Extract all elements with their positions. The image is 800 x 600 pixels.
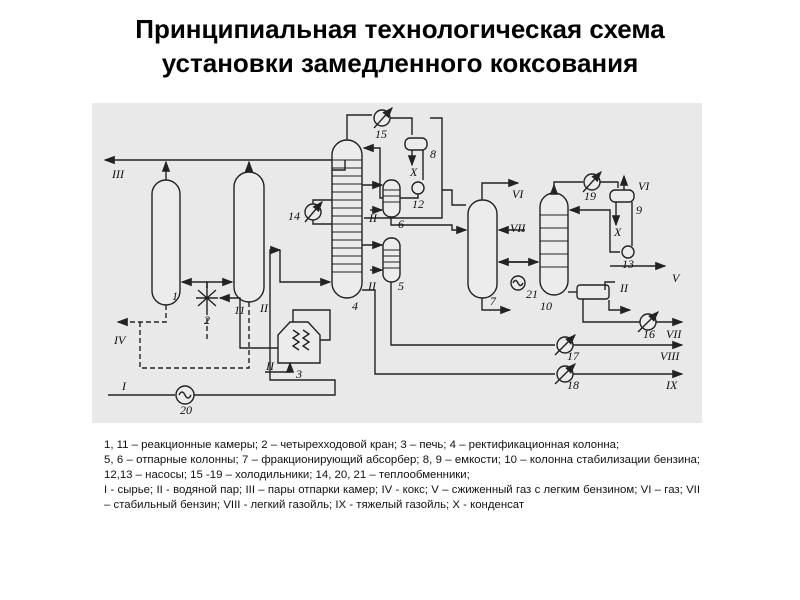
label-V: V	[672, 271, 681, 285]
label-VII-product: VII	[666, 327, 682, 341]
label-X-vessel9: X	[613, 225, 622, 239]
reaction-chamber-11	[233, 171, 265, 303]
label-II-valve: II	[259, 301, 269, 315]
label-11: 11	[234, 303, 245, 317]
four-way-valve-icon	[196, 286, 218, 310]
label-IV: IV	[113, 333, 127, 347]
label-2: 2	[204, 313, 210, 327]
label-II-reboiler: II	[619, 281, 629, 295]
pump-12	[411, 181, 425, 195]
label-II-col5: II	[367, 279, 377, 293]
label-14: 14	[288, 209, 300, 223]
stripping-column-5	[382, 237, 401, 283]
furnace-3	[277, 321, 321, 364]
label-4: 4	[352, 299, 358, 313]
title-line-2: установки замедленного коксования	[161, 48, 639, 78]
pump-13	[621, 245, 635, 259]
label-VII-absorber: VII	[510, 221, 526, 235]
label-VI-vessel9: VI	[638, 179, 650, 193]
reaction-chamber-1	[151, 179, 181, 306]
label-II-col6: II	[368, 211, 378, 225]
legend-caption: 1, 11 – реакционные камеры; 2 – четырехх…	[104, 438, 700, 513]
label-19: 19	[584, 189, 596, 203]
label-15: 15	[375, 127, 387, 141]
label-21: 21	[526, 287, 538, 301]
label-16: 16	[643, 327, 655, 341]
label-I: I	[121, 379, 127, 393]
label-III: III	[111, 167, 125, 181]
label-6: 6	[398, 217, 404, 231]
label-20: 20	[180, 403, 192, 417]
vessel-9	[609, 189, 635, 203]
label-II-furnace: II	[265, 359, 275, 373]
reboiler	[576, 284, 610, 300]
caption-equipment-2: 5, 6 – отпарные колонны; 7 – фракциониру…	[104, 454, 700, 481]
label-1: 1	[172, 289, 178, 303]
label-VI-absorber: VI	[512, 187, 524, 201]
rectification-column-4	[331, 139, 363, 299]
label-8: 8	[430, 147, 436, 161]
label-12: 12	[412, 197, 424, 211]
label-VIII: VIII	[660, 349, 680, 363]
label-7: 7	[490, 294, 497, 308]
label-X-vessel8: X	[409, 165, 418, 179]
vessel-8	[404, 137, 428, 151]
stabilization-column-10	[539, 192, 569, 296]
process-flow-diagram: 1 2 3 4 5 6 7 8 9 10 11 12 13 14 15 16 1…	[92, 103, 702, 423]
label-17: 17	[567, 349, 580, 363]
title-line-1: Принципиальная технологическая схема	[135, 14, 665, 44]
label-18: 18	[567, 378, 579, 392]
caption-streams: I - сырье; II - водяной пар; III – пары …	[104, 484, 700, 511]
label-IX: IX	[665, 378, 678, 392]
label-10: 10	[540, 299, 552, 313]
label-5: 5	[398, 279, 404, 293]
fractionating-absorber-7	[467, 199, 498, 299]
label-3: 3	[295, 367, 302, 381]
caption-equipment-1: 1, 11 – реакционные камеры; 2 – четырехх…	[104, 439, 620, 451]
slide-title: Принципиальная технологическая схема уст…	[0, 12, 800, 80]
label-9: 9	[636, 203, 642, 217]
stripping-column-6	[382, 179, 401, 218]
label-13: 13	[622, 257, 634, 271]
